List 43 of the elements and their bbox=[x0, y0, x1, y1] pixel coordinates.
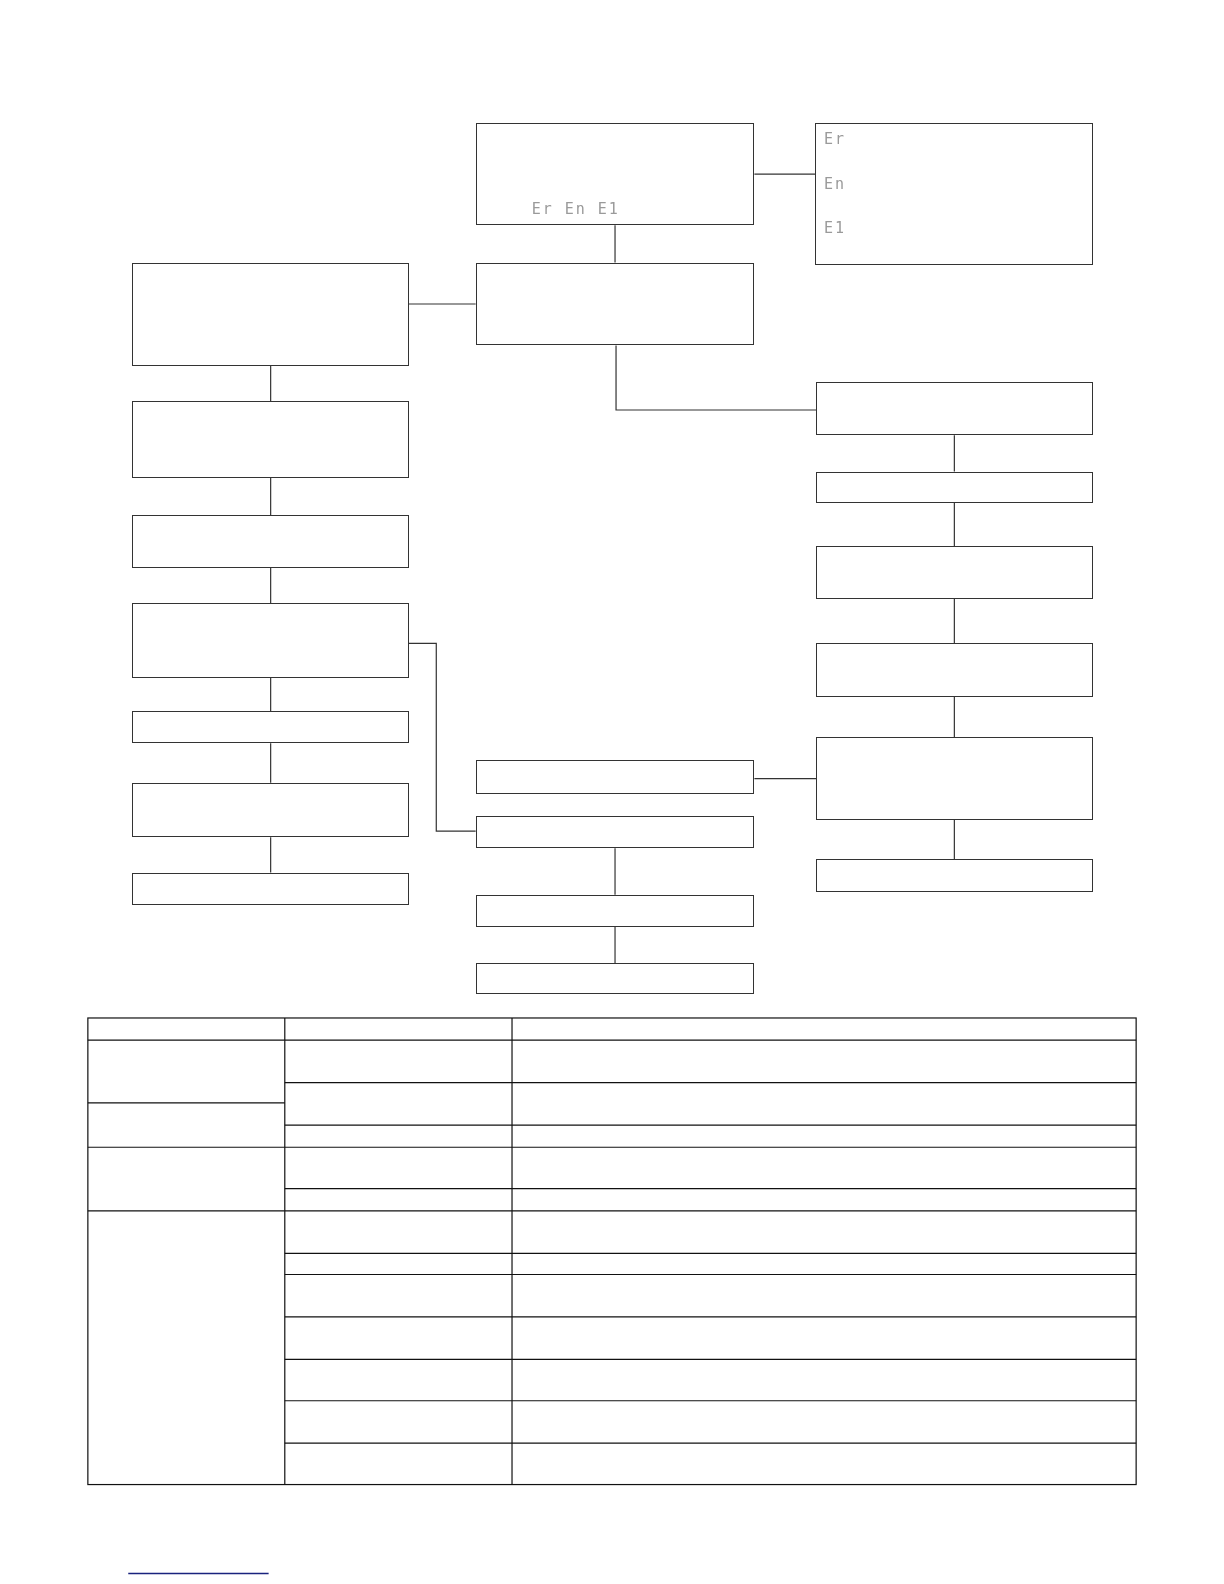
process-box bbox=[815, 123, 1093, 265]
process-box bbox=[475, 262, 755, 346]
process-box bbox=[132, 872, 409, 905]
connector-line bbox=[953, 598, 955, 644]
process-box bbox=[475, 760, 755, 794]
display-code: E1 bbox=[824, 219, 847, 238]
process-box bbox=[816, 737, 1093, 820]
process-box bbox=[132, 602, 409, 678]
display-code: En bbox=[824, 175, 847, 194]
connector-line bbox=[753, 173, 816, 175]
connector-line bbox=[753, 778, 817, 780]
connector-line bbox=[270, 566, 272, 604]
connector-line bbox=[270, 677, 272, 712]
connector-line bbox=[614, 224, 616, 264]
connector-line bbox=[270, 477, 272, 516]
process-box bbox=[816, 643, 1093, 697]
process-box bbox=[475, 894, 755, 928]
connector-line bbox=[953, 434, 955, 473]
process-box bbox=[816, 381, 1093, 436]
connector-line bbox=[953, 819, 955, 861]
display-code: Er bbox=[824, 130, 847, 149]
connector-line bbox=[270, 364, 272, 402]
connector-line bbox=[953, 696, 955, 738]
process-box bbox=[475, 123, 755, 226]
connector-line bbox=[615, 344, 817, 411]
display-code: Er En E1 bbox=[531, 200, 620, 219]
connector-line bbox=[270, 742, 272, 784]
process-box bbox=[132, 782, 409, 838]
process-box bbox=[816, 859, 1093, 892]
process-box bbox=[816, 471, 1093, 503]
process-box bbox=[132, 262, 409, 366]
process-box bbox=[475, 963, 755, 994]
connector-line bbox=[408, 642, 477, 832]
process-box bbox=[816, 546, 1093, 599]
process-box bbox=[132, 710, 409, 744]
connector-line bbox=[270, 836, 272, 874]
connector-line bbox=[953, 502, 955, 547]
process-box bbox=[475, 816, 755, 849]
connector-line bbox=[614, 926, 616, 965]
process-box bbox=[132, 515, 409, 568]
process-box bbox=[132, 400, 409, 478]
connector-line bbox=[614, 847, 616, 896]
connector-line bbox=[408, 303, 477, 305]
